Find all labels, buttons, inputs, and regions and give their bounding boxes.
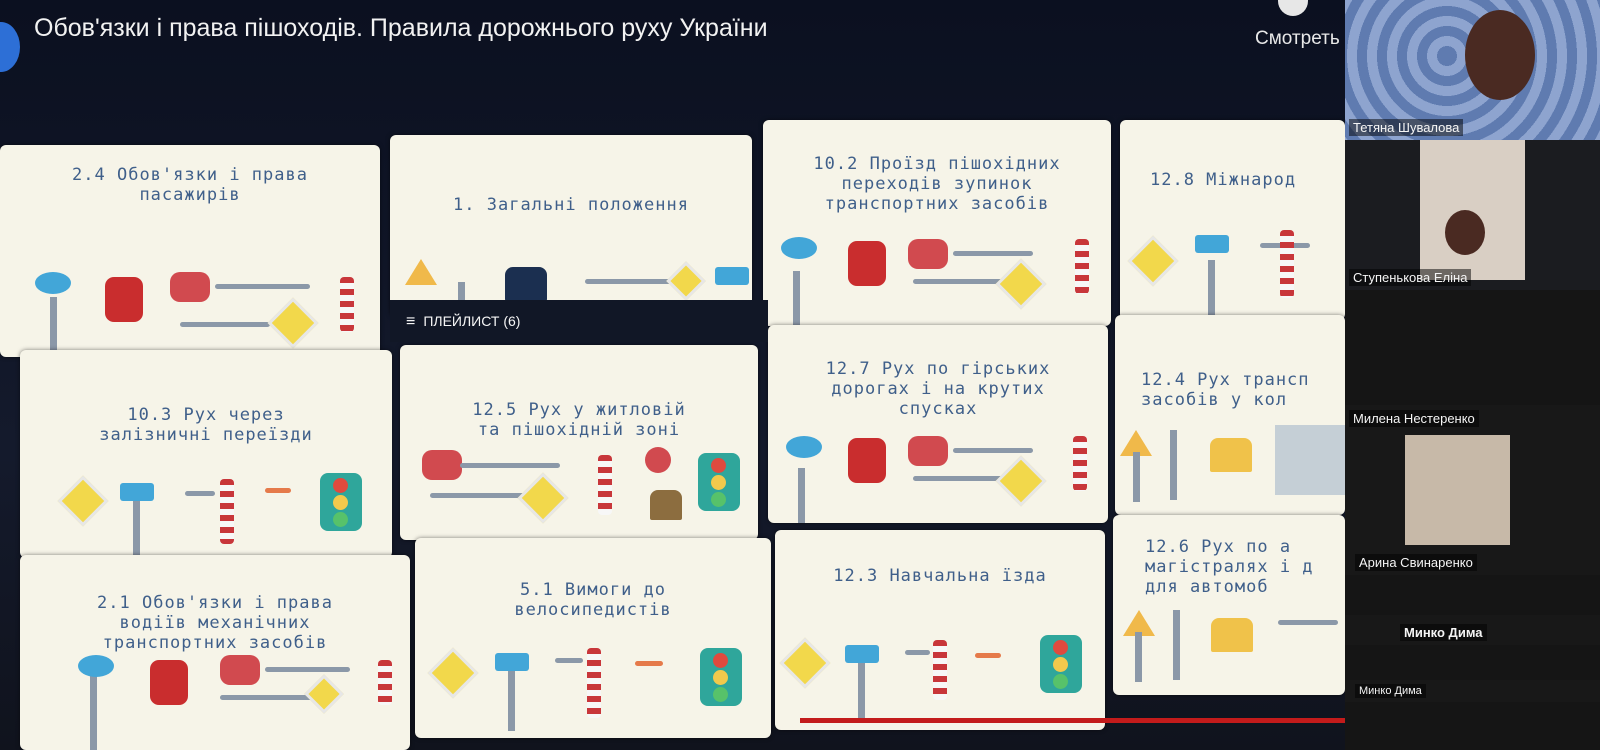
video-tile[interactable]: 12.3 Навчальна їзда [775,530,1105,730]
road-signs-illustration [1113,600,1345,695]
road-signs-illustration [768,428,1108,523]
video-tile[interactable]: 5.1 Вимоги до велосипедистів [415,538,771,738]
participant-tile[interactable]: Минко Дима [1345,680,1600,702]
playlist-icon: ≡ [406,313,416,330]
video-thumbnail-grid: 2.4 Обов'язки і права пасажирів 1. Загал… [0,120,1345,750]
video-stage: Обов'язки і права пішоходів. Правила дор… [0,0,1470,750]
video-tile[interactable]: 1. Загальні положення [390,135,752,317]
video-tile[interactable]: 12.6 Рух по а магістралях і д для автомо… [1113,515,1345,695]
participant-tile[interactable]: Тетяна Шувалова [1345,0,1600,140]
video-tile[interactable]: 10.3 Рух через залізничні переїзди [20,350,392,558]
participant-tile[interactable]: Ступенькова Еліна [1345,140,1600,290]
video-tile[interactable]: 12.4 Рух трансп засобів у кол [1115,315,1345,515]
video-tile[interactable]: 2.4 Обов'язки і права пасажирів [0,145,380,357]
participant-tile[interactable]: Арина Свинаренко [1345,545,1600,575]
video-tile[interactable]: 12.7 Рух по гірських дорогах і на крутих… [768,325,1108,523]
progress-bar[interactable] [800,718,1470,723]
road-signs-illustration [20,463,392,558]
participant-tile[interactable]: Милена Нестеренко [1345,405,1600,565]
video-title-bar: Обов'язки і права пішоходів. Правила дор… [0,0,1370,90]
road-signs-illustration [763,231,1111,326]
road-signs-illustration [1115,420,1345,515]
participant-avatar [1465,10,1535,100]
road-signs-illustration [400,445,758,540]
road-signs-illustration [415,643,771,738]
participants-panel: Тетяна Шувалова Ступенькова Еліна Милена… [1345,0,1600,750]
share-icon[interactable] [1278,0,1308,16]
road-signs-illustration [0,262,380,357]
participant-tile[interactable]: Минко Дима [1345,615,1600,645]
participant-video [1405,435,1510,555]
playlist-badge[interactable]: ≡ПЛЕЙЛИСТ (6) [390,300,768,342]
road-signs-illustration [775,635,1105,730]
video-tile[interactable]: 2.1 Обов'язки і права водіїв механічних … [20,555,410,750]
video-title[interactable]: Обов'язки і права пішоходів. Правила дор… [34,14,768,42]
watch-button[interactable]: Смотреть ... [1255,28,1361,49]
road-signs-illustration [1120,225,1345,320]
video-tile[interactable]: 10.2 Проїзд пішохідних переходів зупинок… [763,120,1111,326]
channel-avatar-icon[interactable] [0,22,20,72]
video-tile[interactable]: 12.5 Рух у житловій та пішохідній зоні [400,345,758,540]
road-signs-illustration [20,655,410,750]
video-tile[interactable]: 12.8 Міжнарод [1120,120,1345,320]
participant-avatar [1445,210,1485,255]
road-signs-illustration [390,257,752,317]
participant-video [1420,140,1525,280]
